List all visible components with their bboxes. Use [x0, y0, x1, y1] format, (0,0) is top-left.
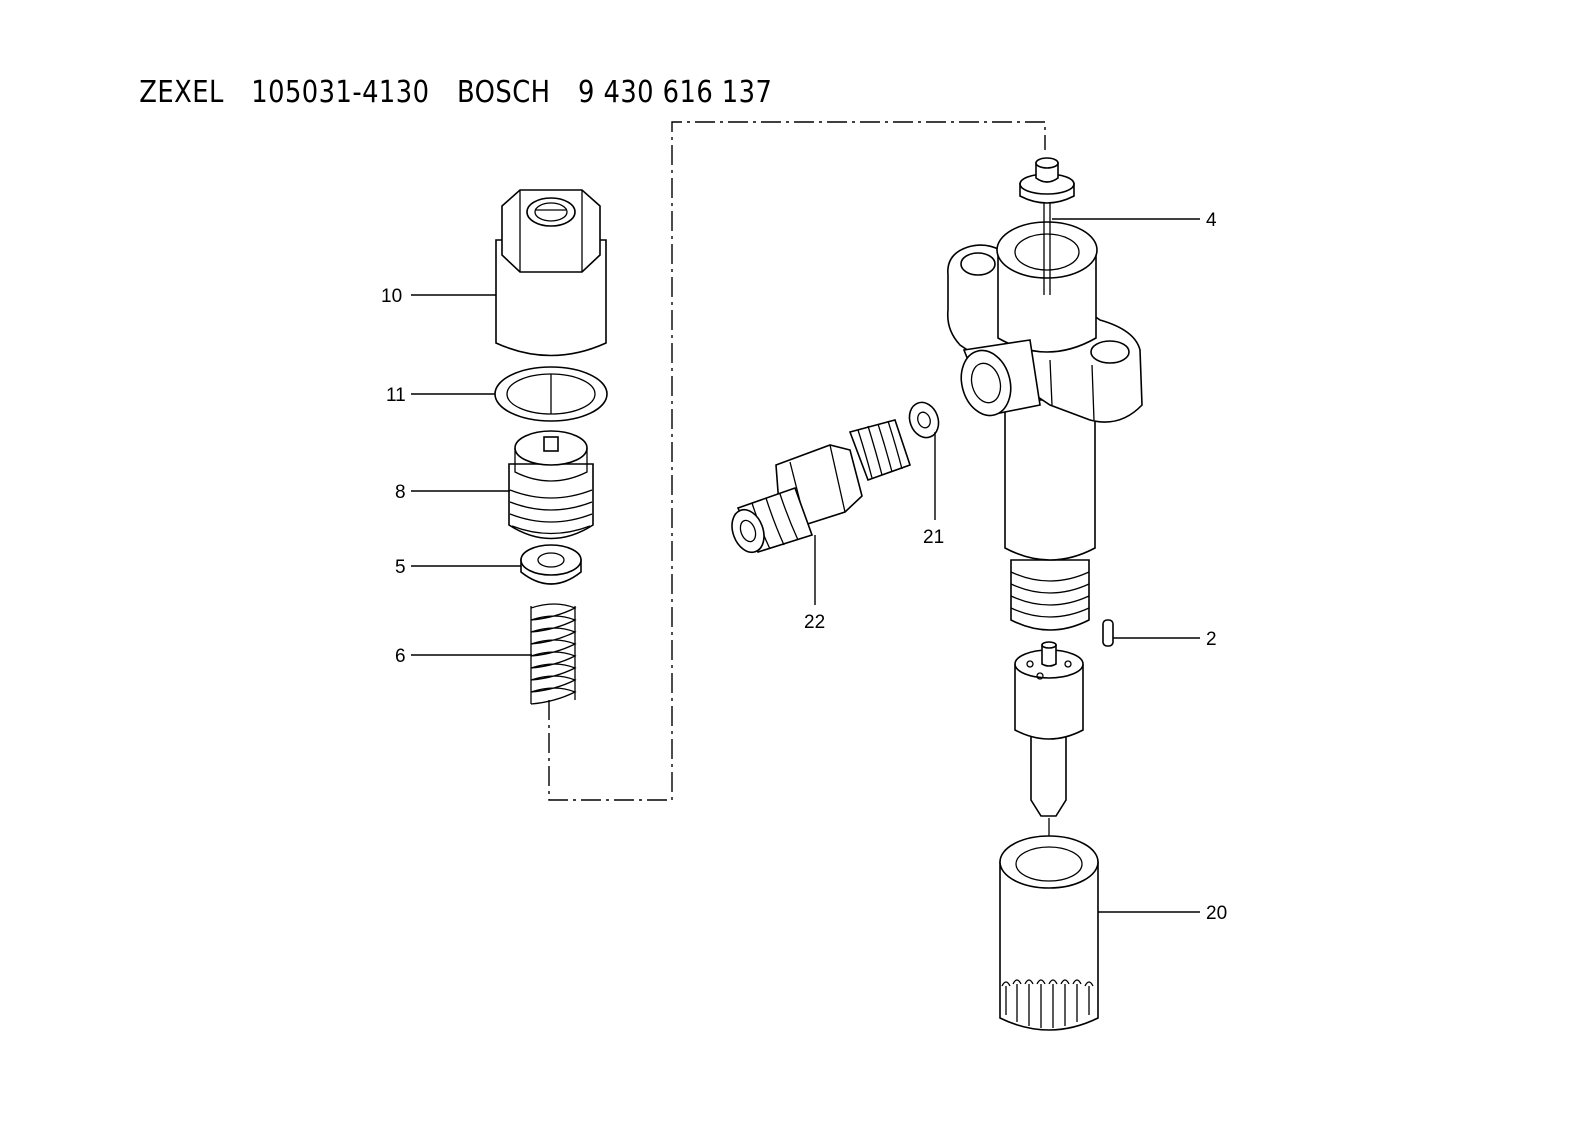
zexel-part-number: 105031-4130 [251, 75, 430, 110]
brand-zexel: ZEXEL [139, 75, 224, 110]
bosch-part-number: 9 430 616 137 [578, 75, 773, 110]
callout-6: 6 [395, 646, 406, 667]
part-5-spring-seat [520, 544, 582, 585]
part-21-washer [908, 401, 940, 439]
part-injector-body [946, 221, 1143, 631]
assembly-path-line [548, 121, 1046, 801]
callout-21: 21 [923, 527, 944, 548]
callout-2: 2 [1206, 629, 1217, 650]
part-2-dowel-pin [1102, 619, 1114, 647]
part-11-ring-washer [494, 366, 608, 422]
part-10-cap-nut [495, 189, 607, 357]
brand-bosch: BOSCH [456, 75, 551, 110]
part-4-push-rod [1019, 157, 1075, 295]
callout-4: 4 [1206, 210, 1217, 231]
part-8-threaded-spacer [508, 430, 594, 540]
callout-5: 5 [395, 557, 406, 578]
part-6-spring [530, 603, 577, 705]
part-nozzle [1014, 641, 1084, 870]
part-22-inlet-connector [731, 419, 912, 554]
callout-10: 10 [381, 286, 402, 307]
callout-20: 20 [1206, 903, 1227, 924]
callout-22: 22 [804, 612, 825, 633]
part-20-retaining-nut [999, 835, 1099, 1031]
callout-11: 11 [386, 385, 406, 406]
diagram-title: ZEXEL 105031-4130 BOSCH 9 430 616 137 [122, 40, 772, 110]
leader-lines [411, 218, 1200, 913]
callout-8: 8 [395, 482, 406, 503]
